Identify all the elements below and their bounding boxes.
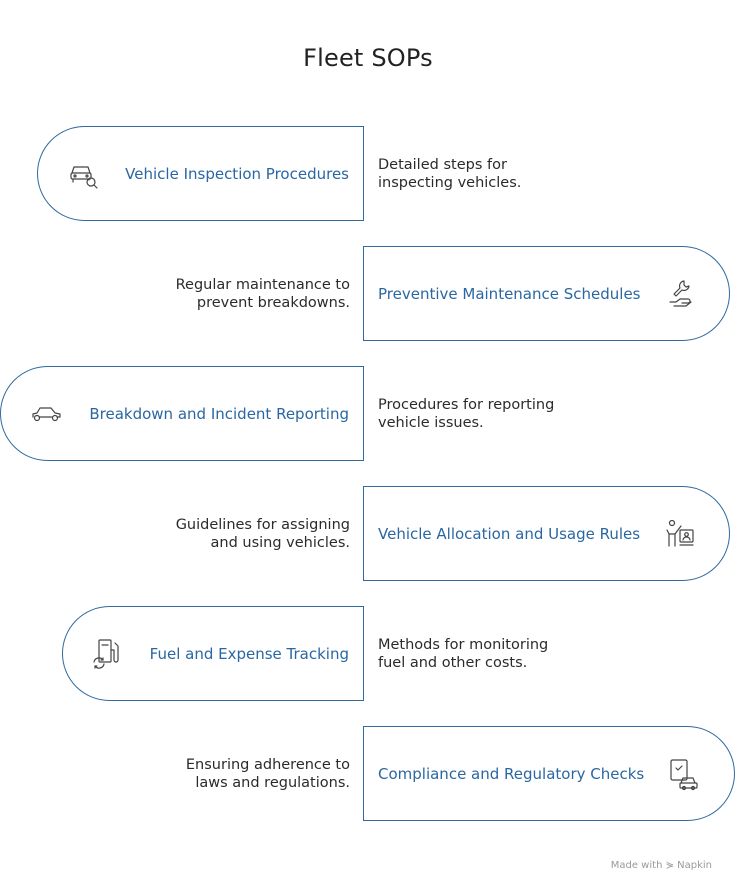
car-icon [29, 396, 65, 432]
sop-description: Regular maintenance to prevent breakdown… [175, 277, 350, 311]
sop-label: Fuel and Expense Tracking [149, 644, 349, 663]
napkin-credit: Made with ⋟ Napkin [610, 860, 712, 871]
sop-breakdown-reporting: Breakdown and Incident Reporting [0, 366, 364, 461]
sop-label: Preventive Maintenance Schedules [378, 284, 641, 303]
driver-board-icon [662, 516, 698, 552]
sop-vehicle-allocation: Vehicle Allocation and Usage Rules [363, 486, 730, 581]
sop-description: Guidelines for assigning and using vehic… [175, 517, 350, 551]
sop-compliance-checks: Compliance and Regulatory Checks [363, 726, 735, 821]
page-title: Fleet SOPs [303, 44, 433, 72]
sop-description: Detailed steps for inspecting vehicles. [378, 157, 522, 191]
sop-preventive-maintenance: Preventive Maintenance Schedules [363, 246, 730, 341]
clipboard-car-icon [666, 756, 702, 792]
sop-description: Ensuring adherence to laws and regulatio… [185, 757, 350, 791]
sop-fuel-expense: Fuel and Expense Tracking [62, 606, 364, 701]
fuel-pump-icon [89, 636, 125, 672]
sop-description: Procedures for reporting vehicle issues. [378, 397, 555, 431]
sop-label: Breakdown and Incident Reporting [89, 404, 349, 423]
car-search-icon [66, 156, 102, 192]
sop-vehicle-inspection: Vehicle Inspection Procedures [37, 126, 364, 221]
sop-label: Vehicle Allocation and Usage Rules [378, 524, 641, 543]
sop-description: Methods for monitoring fuel and other co… [378, 637, 549, 671]
wrench-hand-icon [664, 276, 700, 312]
sop-label: Compliance and Regulatory Checks [378, 764, 645, 783]
sop-label: Vehicle Inspection Procedures [125, 164, 349, 183]
